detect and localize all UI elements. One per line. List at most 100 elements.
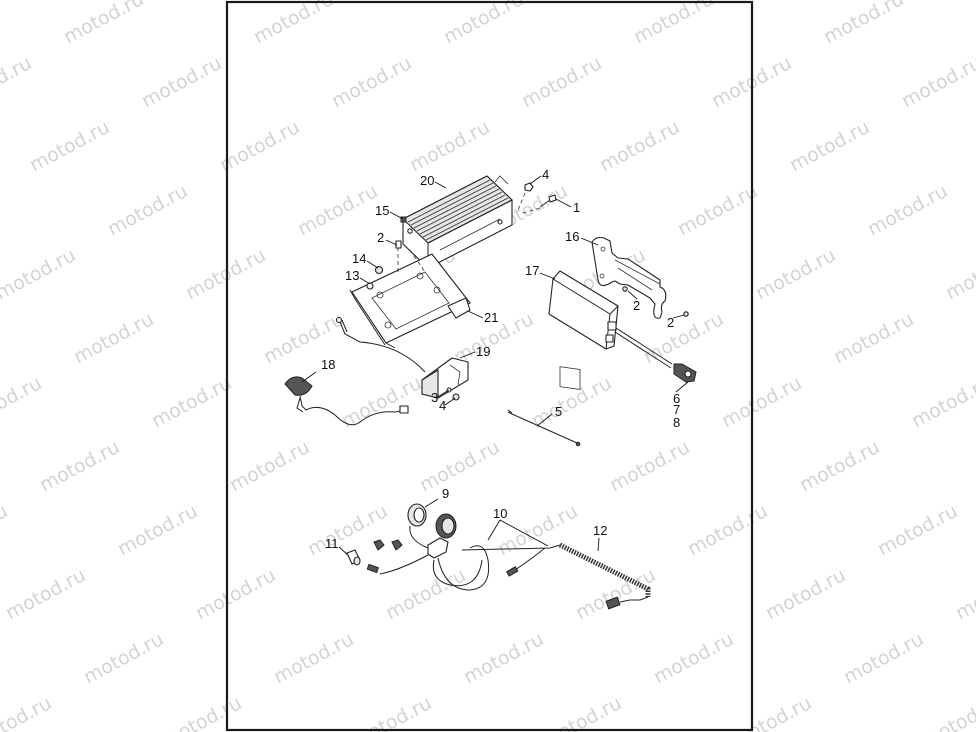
watermark-text: motod.ru: [918, 692, 976, 732]
watermark-text: motod.ru: [114, 500, 201, 560]
leader-lines: [301, 175, 685, 556]
watermark-text: motod.ru: [36, 436, 123, 496]
watermark-text: motod.ru: [864, 180, 951, 240]
watermark-text: motod.ru: [304, 500, 391, 560]
watermark-text: motod.ru: [0, 244, 79, 304]
watermark-text: motod.ru: [26, 116, 113, 176]
leader-4: [529, 175, 542, 185]
screw-part-2-right-b: [683, 311, 689, 317]
watermark-text: motod.ru: [674, 180, 761, 240]
watermark-text: motod.ru: [338, 372, 425, 432]
watermark-text: motod.ru: [640, 308, 727, 368]
callout-1: 1: [573, 200, 580, 215]
callout-20: 20: [420, 173, 434, 188]
watermark-text: motod.ru: [0, 500, 11, 560]
watermark-text: motod.ru: [348, 692, 435, 732]
watermark-text: motod.ru: [406, 116, 493, 176]
connector-housing-part-19: [421, 357, 469, 401]
watermark-text: motod.ru: [60, 0, 147, 48]
callout-2: 2: [633, 298, 640, 313]
mounting-bracket-part-21: [349, 247, 471, 349]
leader-17: [539, 272, 556, 280]
watermark-text: motod.ru: [158, 692, 245, 732]
watermark-text: motod.ru: [796, 436, 883, 496]
grommet-part-9a: [407, 503, 427, 527]
grommet-part-9b: [435, 513, 457, 539]
plug-cap-part-11: [346, 549, 380, 574]
leader-12: [597, 537, 600, 552]
watermark-text: motod.ru: [382, 564, 469, 624]
connector-assembly-parts-6-7-8: [614, 327, 697, 383]
clip-b: [391, 539, 403, 551]
callout-4: 4: [542, 167, 549, 182]
watermark-text: motod.ru: [250, 0, 337, 48]
leader-3: [435, 389, 450, 399]
leader-9: [424, 498, 439, 508]
callout-10: 10: [493, 506, 507, 521]
watermark-text: motod.ru: [294, 180, 381, 240]
screw-part-1: [539, 194, 557, 208]
watermark-text: motod.ru: [192, 564, 279, 624]
watermark-text: motod.ru: [650, 628, 737, 688]
clip-a: [373, 539, 385, 551]
watermark-text: motod.ru: [898, 52, 976, 112]
wiring-harness-part-10: [379, 525, 561, 591]
callout-2: 2: [377, 230, 384, 245]
callout-18: 18: [321, 357, 335, 372]
watermark-text: motod.ru: [80, 628, 167, 688]
watermark-text: motod.ru: [786, 116, 873, 176]
leader-1: [555, 198, 572, 208]
watermark-text: motod.ru: [630, 0, 717, 48]
watermark-text: motod.ru: [216, 116, 303, 176]
leader-5: [536, 413, 553, 427]
watermark-text: motod.ru: [104, 180, 191, 240]
watermark-text: motod.ru: [416, 436, 503, 496]
watermark-text: motod.ru: [596, 116, 683, 176]
grommet-part-13: [366, 282, 374, 290]
callout-8: 8: [673, 415, 680, 430]
antenna-part-18: [284, 376, 409, 426]
watermark-text: motod.ru: [440, 0, 527, 48]
watermark-text: motod.ru: [226, 436, 313, 496]
watermark-text: motod.ru: [2, 564, 89, 624]
nut-part-14: [374, 265, 384, 275]
support-bracket-part-16: [591, 236, 667, 319]
leader-10: [487, 519, 549, 547]
leader-6: [675, 381, 689, 393]
leader-16: [580, 237, 599, 246]
callout-5: 5: [555, 404, 562, 419]
watermark-text: motod.ru: [942, 244, 976, 304]
watermark-text: motod.ru: [538, 692, 625, 732]
watermark-text: motod.ru: [840, 628, 927, 688]
leader-18: [301, 371, 317, 383]
callout-3: 3: [431, 390, 438, 405]
leader-2: [627, 290, 638, 300]
watermark-text: motod.ru: [182, 244, 269, 304]
watermark-text: motod.ru: [752, 244, 839, 304]
watermark-text: motod.ru: [528, 372, 615, 432]
callout-4: 4: [439, 398, 446, 413]
callout-16: 16: [565, 229, 579, 244]
watermark-text: motod.ru: [0, 372, 45, 432]
leader-20: [434, 181, 447, 189]
callout-17: 17: [525, 263, 539, 278]
callout-19: 19: [476, 344, 490, 359]
watermark-text: motod.ru: [606, 436, 693, 496]
leader-14: [366, 260, 379, 269]
watermark-text: motod.ru: [952, 564, 976, 624]
callout-12: 12: [593, 523, 607, 538]
watermark-text: motod.ru: [718, 372, 805, 432]
leader-15: [389, 211, 404, 220]
leader-2: [672, 314, 685, 319]
callout-21: 21: [484, 310, 498, 325]
leader-4: [444, 397, 456, 406]
callout-7: 7: [673, 402, 680, 417]
watermark-text: motod.ru: [460, 628, 547, 688]
leader-21: [467, 310, 484, 319]
control-unit-part-17: [548, 270, 619, 390]
watermark-text: motod.ru: [0, 52, 35, 112]
callout-11: 11: [325, 536, 339, 551]
watermark-text: motod.ru: [70, 308, 157, 368]
